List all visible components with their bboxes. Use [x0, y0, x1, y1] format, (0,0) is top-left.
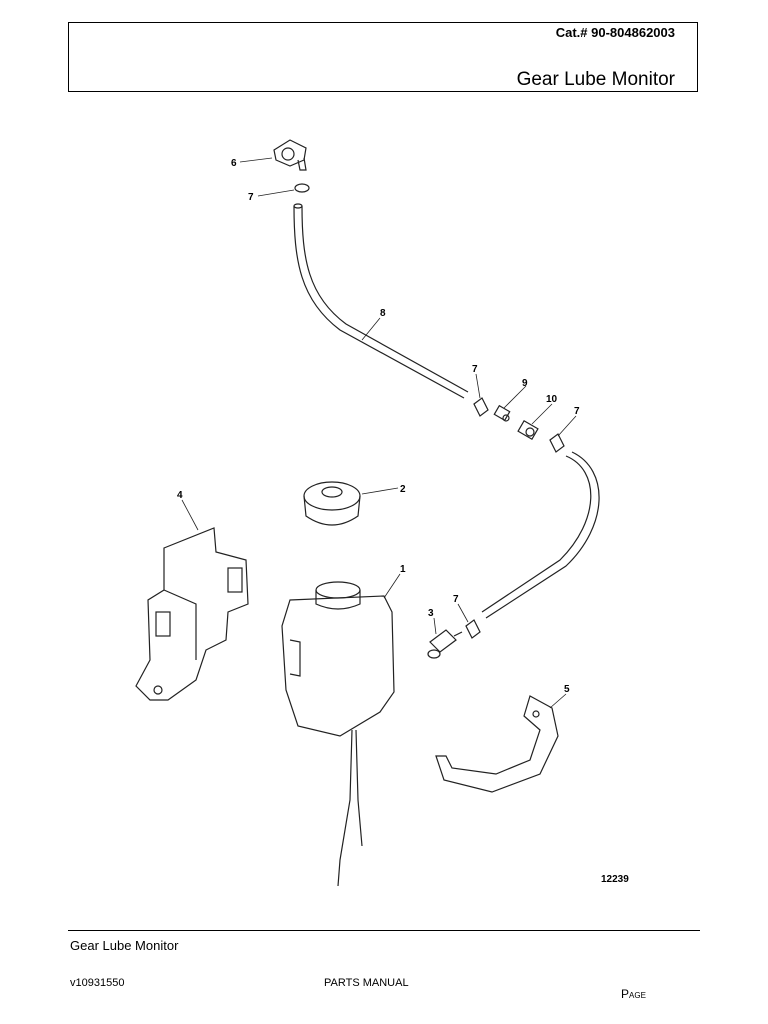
callout-7-right: 7 [574, 406, 580, 417]
footer-title: Gear Lube Monitor [70, 938, 179, 953]
header-box: Cat.# 90-804862003 Gear Lube Monitor [68, 22, 698, 92]
part-7-clamp-lower [465, 619, 481, 639]
page-title: Gear Lube Monitor [516, 69, 675, 90]
callout-10: 10 [546, 394, 558, 405]
part-7-clamp-mid [473, 397, 489, 417]
part-9-fitting [493, 404, 511, 422]
figure-number: 12239 [601, 874, 629, 885]
callout-7-mid: 7 [472, 364, 478, 375]
part-4-bracket [135, 527, 249, 701]
part-3-connector [427, 629, 463, 659]
callout-3: 3 [428, 608, 434, 619]
catalog-number: Cat.# 90-804862003 [555, 25, 675, 40]
callout-7-lower: 7 [453, 594, 459, 605]
callout-9: 9 [522, 378, 528, 389]
callout-4: 4 [177, 490, 183, 501]
callout-7-top: 7 [248, 192, 254, 203]
part-5-strap [435, 695, 559, 793]
footer-version: v10931550 [70, 977, 125, 989]
part-7-clamp-top [294, 183, 310, 193]
hose-lower [481, 451, 600, 619]
callout-1: 1 [400, 564, 406, 575]
callout-2: 2 [400, 484, 406, 495]
part-1-reservoir [281, 581, 395, 887]
part-6-elbow-fitting [273, 139, 307, 171]
callout-8: 8 [380, 308, 386, 319]
part-8-hose [293, 203, 469, 399]
callout-5: 5 [564, 684, 570, 695]
footer-manual-label: PARTS MANUAL [324, 977, 409, 989]
footer-divider [68, 930, 700, 931]
part-10-fitting [517, 419, 539, 441]
part-7-clamp-right [549, 433, 565, 453]
footer-page-label: Page [621, 987, 646, 1001]
callout-6: 6 [231, 158, 237, 169]
leader-lines [181, 157, 577, 709]
exploded-parts-diagram: 6 7 8 7 9 10 7 2 4 1 3 7 5 12239 [135, 139, 629, 887]
part-2-cap [303, 481, 361, 526]
